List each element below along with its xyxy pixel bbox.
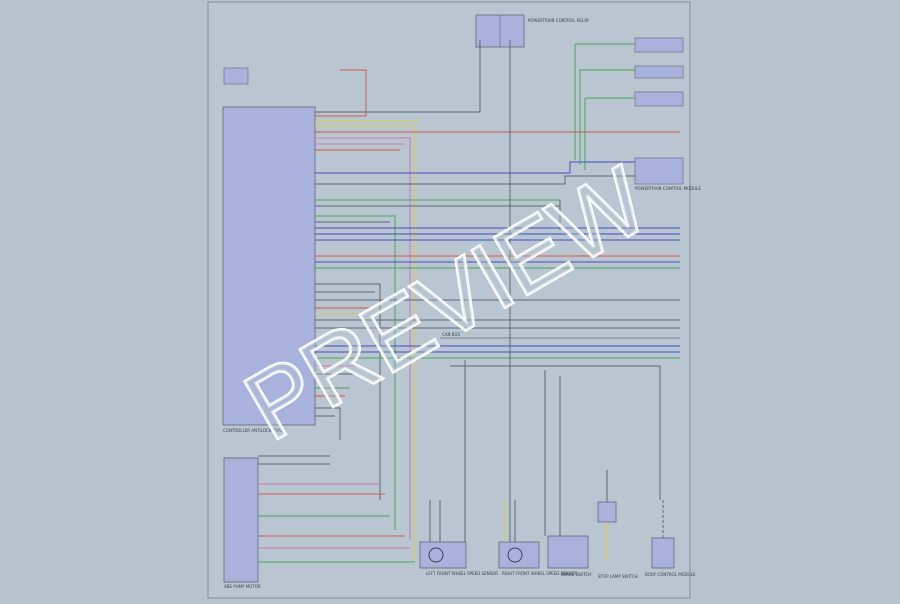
stop-switch-box [597,501,617,523]
brake-switch-label: BRAKE SWITCH [561,572,591,577]
right-module-label: POWERTRAIN CONTROL MODULE [635,186,701,191]
stop-switch-label: STOP LAMP SWITCH [598,574,638,579]
main-controller-module [222,106,316,426]
lower-left-module [223,457,259,583]
right-bottom-module [651,537,675,569]
right-sensor-box [498,541,540,569]
left-sensor-label: LEFT FRONT WHEEL SPEED SENSOR [426,571,498,576]
left-sensor-icon [428,547,444,563]
right-module-3 [634,91,684,107]
right-module-4 [634,157,684,185]
brake-switch-box [547,535,589,569]
right-bottom-label: BODY CONTROL MODULE [645,572,696,577]
small-connector-box [223,67,249,85]
lower-vertical-wires [429,360,664,560]
right-sensor-icon [507,547,523,563]
right-module-1 [634,37,684,53]
right-vertical-wires [509,40,635,560]
controller-label: CONTROLLER ANTILOCK BRAKE [223,428,286,433]
lower-left-wires [258,455,415,563]
right-module-2 [634,65,684,79]
horizontal-wires [315,40,680,560]
bus-label: CAN BUS [442,332,460,337]
lower-left-label: ABS PUMP MOTOR [224,584,261,589]
right-sensor-label: RIGHT FRONT WHEEL SPEED SENSOR [502,571,577,576]
top-relay-label: POWERTRAIN CONTROL RELAY [528,18,590,23]
